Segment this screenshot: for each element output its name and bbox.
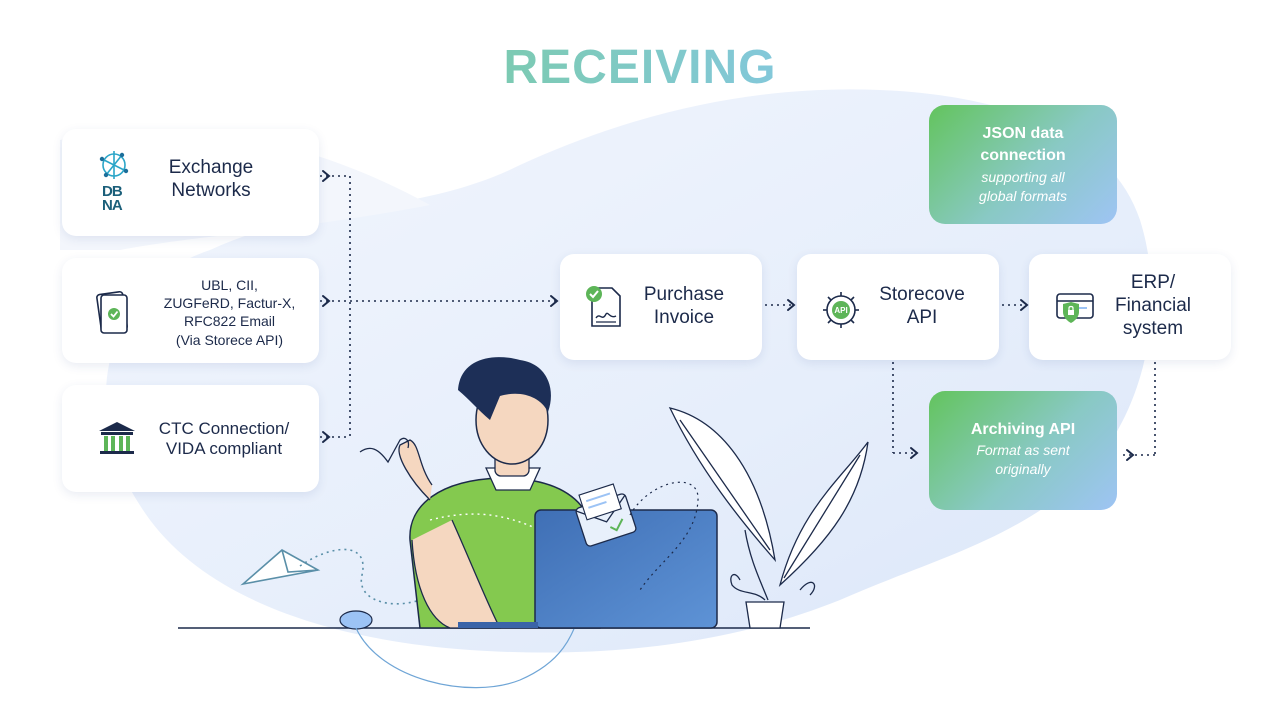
archive-box-subtitle: Format as sent originally — [976, 442, 1070, 478]
json-box-title: JSON data connection — [980, 125, 1066, 165]
plant-illustration — [668, 407, 869, 629]
json-data-connection-box: JSON data connection supporting all glob… — [929, 105, 1117, 224]
flow-connectors — [320, 175, 1156, 456]
background-blob — [105, 89, 1152, 653]
erp-card: ERP/ Financial system — [1029, 254, 1231, 360]
source-card-exchange-networks: DBNA Exchange Networks — [62, 129, 319, 236]
document-check-icon — [96, 290, 128, 334]
source-label-exchange-networks: Exchange Networks — [168, 157, 254, 201]
source-card-formats: UBL, CII, ZUGFeRD, Factur-X, RFC822 Emai… — [62, 258, 319, 363]
svg-text:API: API — [834, 306, 847, 315]
arrowheads — [322, 170, 1135, 461]
source-label-ctc: CTC Connection/ VIDA compliant — [158, 419, 290, 459]
archiving-api-box: Archiving API Format as sent originally — [929, 391, 1117, 510]
dbna-logo: DBNA — [102, 183, 123, 215]
erp-label: ERP/ Financial system — [1114, 272, 1192, 339]
json-box-subtitle: supporting all global formats — [979, 168, 1067, 204]
purchase-invoice-card: Purchase Invoice — [560, 254, 762, 360]
secure-card-icon — [1056, 293, 1094, 323]
archive-box-title: Archiving API — [970, 421, 1076, 438]
mouse-illustration — [339, 610, 373, 630]
government-building-icon — [99, 422, 135, 454]
source-label-formats: UBL, CII, ZUGFeRD, Factur-X, RFC822 Emai… — [163, 277, 296, 348]
storecove-api-label: Storecove API — [879, 284, 965, 328]
api-gear-icon: API — [823, 292, 859, 328]
signed-invoice-icon — [586, 286, 621, 327]
purchase-invoice-label: Purchase Invoice — [643, 284, 725, 328]
dotted-trail — [629, 481, 699, 591]
source-card-ctc: CTC Connection/ VIDA compliant — [62, 385, 319, 492]
storecove-api-card: API Storecove API — [797, 254, 999, 360]
paper-plane-illustration — [240, 548, 421, 605]
page-title: RECEIVING — [0, 40, 1280, 95]
exchange-network-icon — [99, 151, 129, 179]
envelope-illustration — [575, 483, 637, 547]
